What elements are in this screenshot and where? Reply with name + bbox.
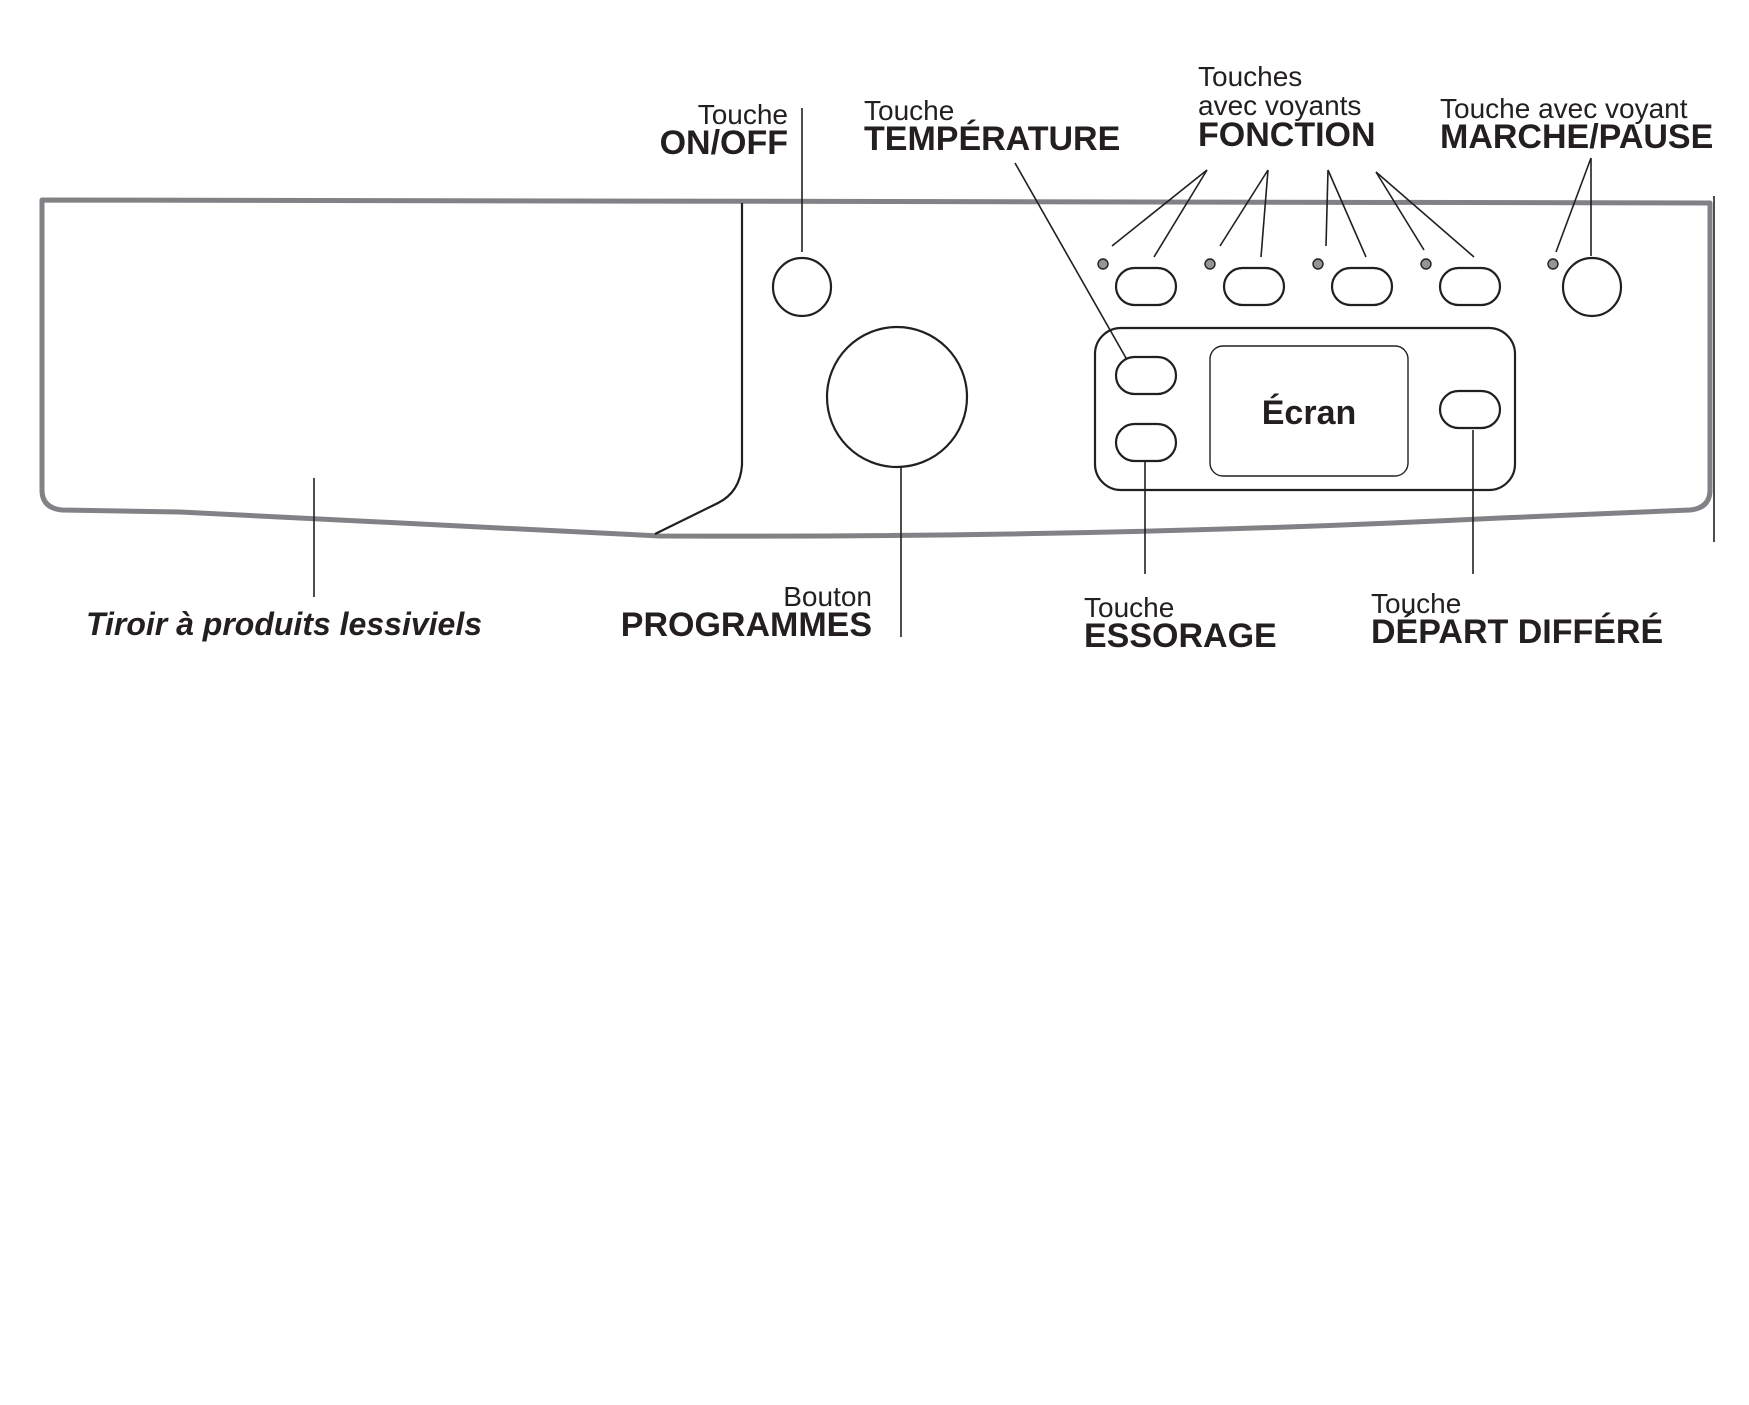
leader-fonction-4a bbox=[1375, 171, 1425, 251]
leader-marche-pause-a bbox=[1555, 157, 1592, 253]
leader-fonction-3a bbox=[1325, 169, 1329, 247]
marche-pause-label: MARCHE/PAUSE bbox=[1440, 118, 1713, 156]
temperature-button[interactable] bbox=[1114, 355, 1178, 396]
drawer-label: Tiroir à produits lessiviels bbox=[86, 606, 482, 642]
fonction-led-2 bbox=[1204, 258, 1216, 270]
leader-fonction-2a bbox=[1219, 169, 1269, 247]
programmes-label-prefix: Bouton bbox=[783, 581, 872, 612]
leader-fonction-3b bbox=[1327, 169, 1367, 258]
temperature-label: TEMPÉRATURE bbox=[864, 120, 1120, 158]
marche-pause-label-prefix: Touche avec voyant bbox=[1440, 93, 1688, 124]
leader-fonction-1b bbox=[1153, 169, 1208, 258]
screen-label: Écran bbox=[1262, 394, 1357, 432]
fonction-button-2[interactable] bbox=[1222, 266, 1286, 307]
fonction-led-4 bbox=[1420, 258, 1432, 270]
leader-temperature bbox=[1014, 162, 1127, 359]
fonction-button-1[interactable] bbox=[1114, 266, 1178, 307]
fonction-label: FONCTION bbox=[1198, 116, 1376, 154]
marche-pause-led bbox=[1547, 258, 1559, 270]
depart-differe-label-prefix: Touche bbox=[1371, 588, 1461, 619]
fonction-led-3 bbox=[1312, 258, 1324, 270]
leader-fonction-4b bbox=[1375, 171, 1475, 258]
panel-outline bbox=[39, 197, 1713, 539]
leader-fonction-2b bbox=[1260, 169, 1269, 258]
leader-fonction-1a bbox=[1111, 169, 1208, 247]
fonction-label-prefix-1: Touches bbox=[1198, 61, 1302, 92]
programmes-label: PROGRAMMES bbox=[621, 606, 872, 644]
essorage-button[interactable] bbox=[1114, 422, 1178, 463]
fonction-led-1 bbox=[1097, 258, 1109, 270]
fonction-label-prefix-2: avec voyants bbox=[1198, 90, 1361, 121]
on-off-label: ON/OFF bbox=[660, 124, 788, 162]
essorage-label: ESSORAGE bbox=[1084, 617, 1277, 655]
on-off-label-prefix: Touche bbox=[698, 99, 788, 130]
programmes-knob[interactable] bbox=[825, 325, 969, 469]
marche-pause-button[interactable] bbox=[1561, 256, 1623, 318]
on-off-button[interactable] bbox=[771, 256, 833, 318]
depart-differe-button[interactable] bbox=[1438, 389, 1502, 430]
screen bbox=[1209, 345, 1409, 477]
fonction-button-4[interactable] bbox=[1438, 266, 1502, 307]
drawer-divider bbox=[654, 203, 744, 535]
depart-differe-label: DÉPART DIFFÉRÉ bbox=[1371, 613, 1663, 651]
fonction-button-3[interactable] bbox=[1330, 266, 1394, 307]
essorage-label-prefix: Touche bbox=[1084, 592, 1174, 623]
temperature-label-prefix: Touche bbox=[864, 95, 954, 126]
